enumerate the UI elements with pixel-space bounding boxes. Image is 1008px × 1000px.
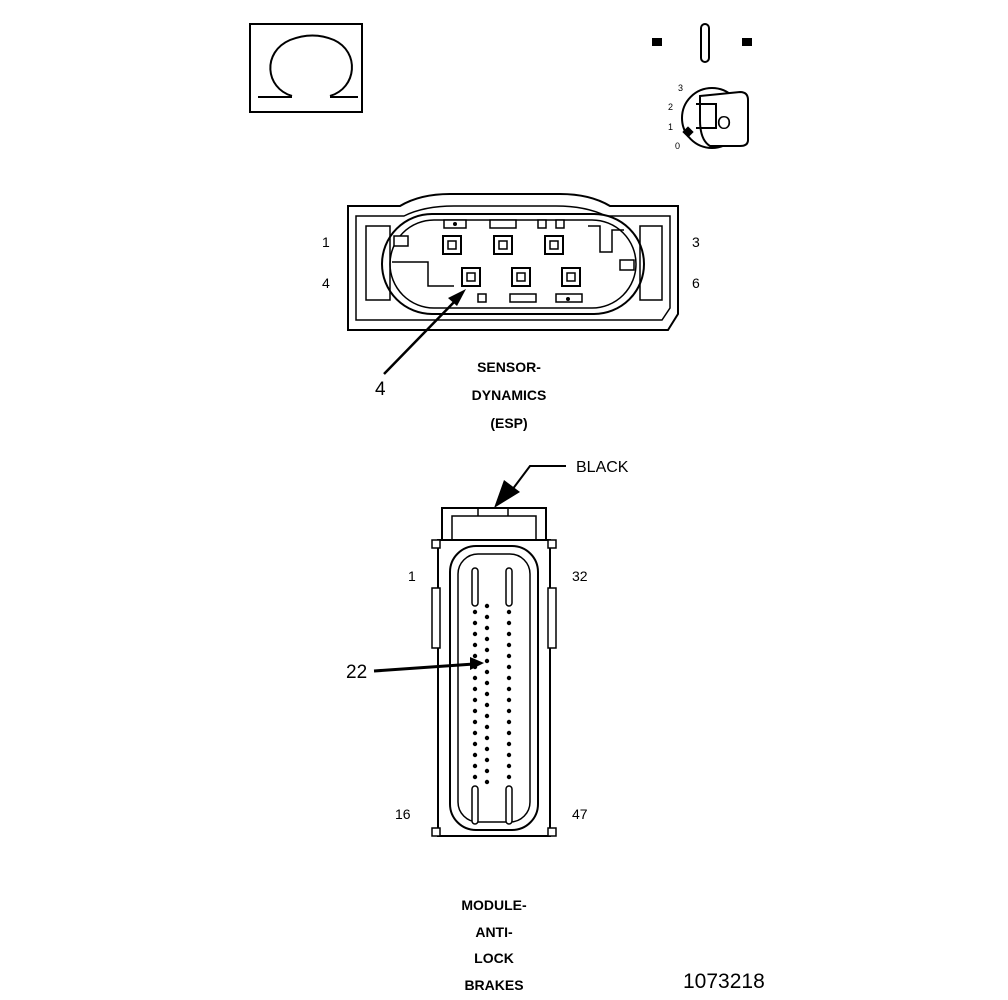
abs-pin — [484, 779, 490, 785]
abs-pin-label-47: 47 — [572, 806, 588, 822]
esp-connector — [347, 193, 679, 375]
ignition-key-icon: 3 2 1 0 O — [652, 23, 752, 151]
esp-callout-leader — [383, 297, 459, 375]
abs-pin — [484, 768, 490, 774]
abs-pin-grid — [472, 603, 512, 785]
abs-pin — [472, 631, 478, 637]
abs-pin — [484, 658, 490, 664]
abs-pin-label-1: 1 — [408, 568, 416, 584]
esp-pin-row-top — [442, 235, 564, 255]
abs-pin — [506, 620, 512, 626]
abs-color-label: BLACK — [576, 459, 629, 476]
abs-pin — [506, 708, 512, 714]
figure-number: 1073218 — [683, 970, 765, 993]
abs-pin — [506, 686, 512, 692]
abs-pin — [472, 730, 478, 736]
abs-pin — [506, 631, 512, 637]
abs-pin — [506, 741, 512, 747]
esp-callout-number: 4 — [375, 379, 386, 400]
abs-pin — [506, 697, 512, 703]
abs-pin — [484, 713, 490, 719]
abs-pin — [472, 675, 478, 681]
abs-pin — [472, 774, 478, 780]
svg-text:DYNAMICS: DYNAMICS — [472, 387, 547, 403]
esp-pin-cavity — [493, 235, 513, 255]
abs-pin — [472, 697, 478, 703]
abs-pin — [506, 730, 512, 736]
abs-pin — [484, 669, 490, 675]
abs-pin — [472, 609, 478, 615]
abs-pin — [484, 691, 490, 697]
abs-pin-label-16: 16 — [395, 806, 411, 822]
esp-pin-label-4: 4 — [322, 275, 330, 291]
svg-text:ANTI-: ANTI- — [475, 924, 513, 940]
abs-pin — [472, 686, 478, 692]
abs-title: MODULE- ANTI- LOCK BRAKES — [461, 897, 527, 993]
esp-pin-label-3: 3 — [692, 234, 700, 250]
esp-pin-label-6: 6 — [692, 275, 700, 291]
key-letter: O — [717, 113, 731, 133]
abs-pin — [506, 609, 512, 615]
abs-pin — [506, 774, 512, 780]
abs-pin — [472, 620, 478, 626]
abs-pin — [484, 757, 490, 763]
ohm-icon — [269, 34, 353, 97]
abs-pin — [472, 719, 478, 725]
abs-pin — [506, 664, 512, 670]
abs-pin — [506, 719, 512, 725]
abs-pin — [506, 675, 512, 681]
abs-pin — [484, 625, 490, 631]
abs-callout-number: 22 — [346, 662, 367, 683]
abs-pin — [472, 752, 478, 758]
abs-pin — [484, 724, 490, 730]
esp-pin-cavity — [461, 267, 481, 287]
abs-pin-label-32: 32 — [572, 568, 588, 584]
svg-text:(ESP): (ESP) — [490, 415, 527, 431]
abs-callout-leader — [373, 662, 475, 673]
abs-pin — [506, 752, 512, 758]
abs-pin — [484, 702, 490, 708]
abs-pin — [472, 741, 478, 747]
ohm-symbol-box — [249, 23, 363, 113]
abs-pin — [472, 653, 478, 659]
abs-pin — [484, 746, 490, 752]
abs-pin — [484, 735, 490, 741]
key-position-0: 0 — [675, 141, 680, 151]
abs-pin — [506, 763, 512, 769]
abs-pin — [484, 647, 490, 653]
abs-pin — [484, 636, 490, 642]
abs-pin — [484, 680, 490, 686]
esp-pin-cavity — [442, 235, 462, 255]
svg-text:SENSOR-: SENSOR- — [477, 359, 541, 375]
abs-pin — [472, 763, 478, 769]
abs-pin — [506, 642, 512, 648]
svg-text:LOCK: LOCK — [474, 950, 514, 966]
svg-text:BRAKES: BRAKES — [464, 977, 523, 993]
key-position-1: 1 — [668, 122, 673, 132]
esp-pin-cavity — [544, 235, 564, 255]
esp-pin-label-1: 1 — [322, 234, 330, 250]
abs-pin — [472, 708, 478, 714]
esp-pin-cavity — [561, 267, 581, 287]
abs-pin — [484, 603, 490, 609]
key-position-2: 2 — [668, 102, 673, 112]
abs-pin — [506, 653, 512, 659]
abs-connector — [373, 465, 566, 837]
abs-pin — [472, 642, 478, 648]
key-position-3: 3 — [678, 83, 683, 93]
esp-pin-row-bottom — [461, 267, 581, 287]
black-callout-leader — [511, 465, 566, 491]
abs-pin — [484, 614, 490, 620]
esp-pin-cavity — [511, 267, 531, 287]
esp-title: SENSOR- DYNAMICS (ESP) — [472, 359, 547, 431]
svg-text:MODULE-: MODULE- — [461, 897, 527, 913]
